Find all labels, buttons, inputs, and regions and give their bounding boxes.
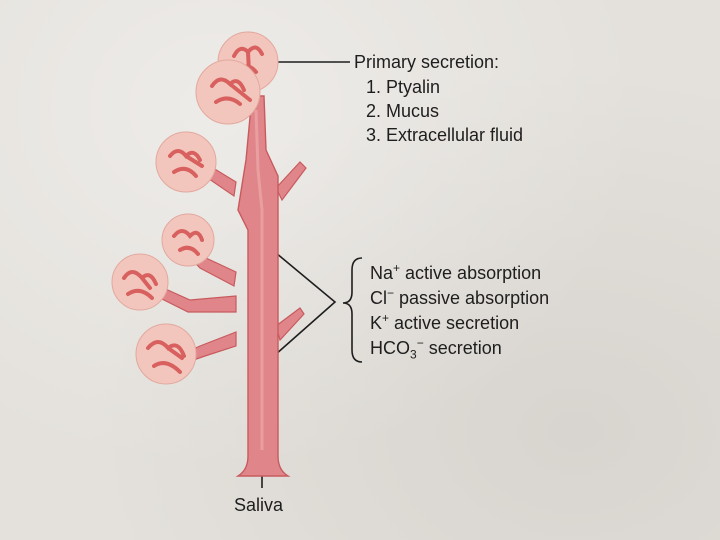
- sodium-charge: +: [393, 261, 401, 275]
- potassium-process: active secretion: [389, 313, 520, 333]
- chloride-ion: Cl: [370, 288, 387, 308]
- bicarbonate-process: secretion: [423, 338, 502, 358]
- transport-brace: [342, 257, 363, 363]
- saliva-label: Saliva: [234, 495, 284, 515]
- primary-secretion-item-3: 3. Extracellular fluid: [366, 125, 524, 145]
- right-lower-branch-duct: [275, 307, 305, 342]
- bicarbonate-secretion-label: HCO3− secretion: [370, 337, 502, 361]
- bicarbonate-ion: HCO: [370, 338, 410, 358]
- bicarbonate-charge: −: [416, 336, 424, 350]
- main-duct-highlight: [254, 109, 264, 450]
- right-branch-duct: [275, 161, 307, 202]
- potassium-charge: +: [382, 311, 390, 325]
- acinus-left-3: [111, 253, 169, 311]
- acinus-left-1: [155, 131, 217, 193]
- sodium-ion: Na: [370, 263, 394, 283]
- chloride-absorption-label: Cl− passive absorption: [370, 287, 549, 307]
- sodium-process: active absorption: [400, 263, 542, 283]
- potassium-ion: K: [370, 313, 383, 333]
- primary-secretion-heading: Primary secretion:: [354, 52, 500, 72]
- acinus-left-2: [161, 213, 215, 267]
- acini: [111, 31, 279, 385]
- acinus-bottom: [135, 323, 197, 385]
- potassium-secretion-label: K+ active secretion: [370, 312, 519, 332]
- chloride-charge: −: [387, 286, 395, 300]
- duct-transport-leader: [257, 237, 337, 371]
- chloride-process: passive absorption: [394, 288, 550, 308]
- sodium-absorption-label: Na+ active absorption: [370, 262, 541, 282]
- primary-secretion-item-2: 2. Mucus: [366, 101, 440, 121]
- bicarbonate-subscript: 3: [410, 347, 417, 362]
- primary-secretion-item-1: 1. Ptyalin: [366, 77, 441, 97]
- acinus-upper-left: [195, 59, 261, 125]
